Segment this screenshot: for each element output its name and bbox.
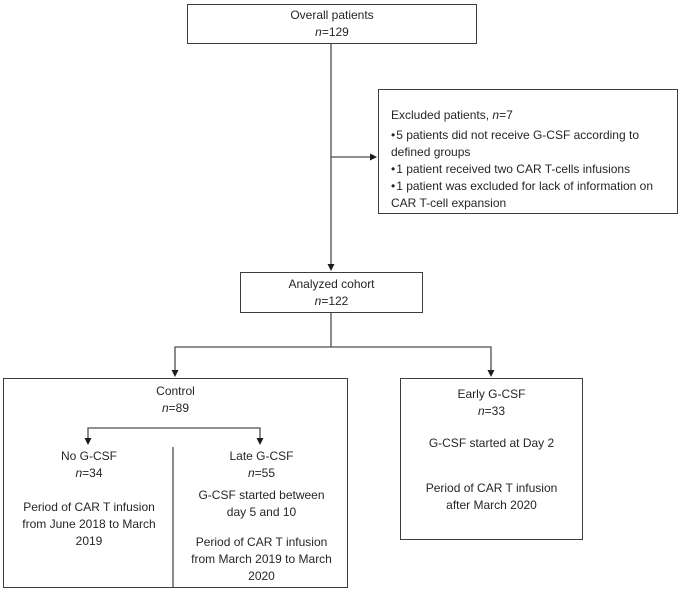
n-symbol: n xyxy=(247,466,255,480)
no-gcsf-cell: No G-CSF n=34 Period of CAR T infusion f… xyxy=(4,448,174,550)
bullet-icon: • xyxy=(391,162,396,176)
n-value: =55 xyxy=(254,466,276,480)
late-gcsf-start: G-CSF started between day 5 and 10 xyxy=(198,488,325,519)
overall-patients-box: Overall patients n=129 xyxy=(187,4,477,44)
connector-split-control-early xyxy=(174,346,492,370)
no-gcsf-count: n=34 xyxy=(4,465,174,482)
control-group-header: Control n=89 xyxy=(4,383,347,417)
early-gcsf-start: G-CSF started at Day 2 xyxy=(428,436,555,450)
excluded-patients-title: Excluded patients, n=7 xyxy=(391,107,668,124)
late-gcsf-cell: Late G-CSF n=55 G-CSF started between da… xyxy=(174,448,349,585)
arrowhead-right-excluded xyxy=(370,153,377,161)
overall-patients-count: n=129 xyxy=(315,24,349,41)
n-value: =122 xyxy=(321,293,349,308)
arrowhead-down-early xyxy=(487,370,495,377)
analyzed-cohort-title: Analyzed cohort xyxy=(288,276,375,291)
n-value: =89 xyxy=(168,401,190,415)
analyzed-cohort-count: n=122 xyxy=(315,293,349,310)
n-value: =129 xyxy=(321,25,349,39)
excluded-reason-text: 1 patient was excluded for lack of infor… xyxy=(391,179,654,210)
excluded-reason-text: 5 patients did not receive G-CSF accordi… xyxy=(391,128,639,159)
early-gcsf-count: n=33 xyxy=(478,403,505,420)
n-value: =33 xyxy=(484,404,506,418)
late-gcsf-count: n=55 xyxy=(174,465,349,482)
early-gcsf-title: Early G-CSF xyxy=(457,387,526,401)
early-gcsf-period: Period of CAR T infusion after March 202… xyxy=(425,481,558,512)
excluded-reason-item: •5 patients did not receive G-CSF accord… xyxy=(391,127,668,161)
excluded-reason-text: 1 patient received two CAR T-cells infus… xyxy=(396,162,631,176)
no-gcsf-period: Period of CAR T infusion from June 2018 … xyxy=(22,500,156,548)
control-group-count: n=89 xyxy=(4,400,347,417)
excluded-reason-item: •1 patient was excluded for lack of info… xyxy=(391,178,668,212)
excluded-patients-box: Excluded patients, n=7 •5 patients did n… xyxy=(378,89,678,214)
control-group-box: Control n=89 No G-CSF n=34 Period of CAR… xyxy=(3,378,348,588)
bullet-icon: • xyxy=(391,179,396,193)
bullet-icon: • xyxy=(391,128,396,142)
analyzed-cohort-box: Analyzed cohort n=122 xyxy=(240,272,423,313)
n-symbol: n xyxy=(492,108,500,122)
arrowhead-down-analyzed xyxy=(327,264,335,271)
n-value: =34 xyxy=(82,466,103,480)
control-group-title: Control xyxy=(156,384,195,398)
overall-patients-title: Overall patients xyxy=(290,8,374,22)
n-symbol: n xyxy=(477,404,485,418)
late-gcsf-period: Period of CAR T infusion from March 2019… xyxy=(191,535,332,583)
no-gcsf-title: No G-CSF xyxy=(60,449,117,463)
excluded-reason-item: •1 patient received two CAR T-cells infu… xyxy=(391,161,668,178)
n-value: =7 xyxy=(499,108,513,122)
n-symbol: n xyxy=(161,401,169,415)
n-symbol: n xyxy=(314,293,322,308)
late-gcsf-title: Late G-CSF xyxy=(229,449,294,463)
excluded-title-text: Excluded patients, xyxy=(391,108,493,122)
n-symbol: n xyxy=(75,466,83,480)
arrowhead-down-control xyxy=(171,370,179,377)
early-gcsf-box: Early G-CSF n=33 G-CSF started at Day 2 … xyxy=(400,378,583,540)
n-symbol: n xyxy=(315,25,322,39)
